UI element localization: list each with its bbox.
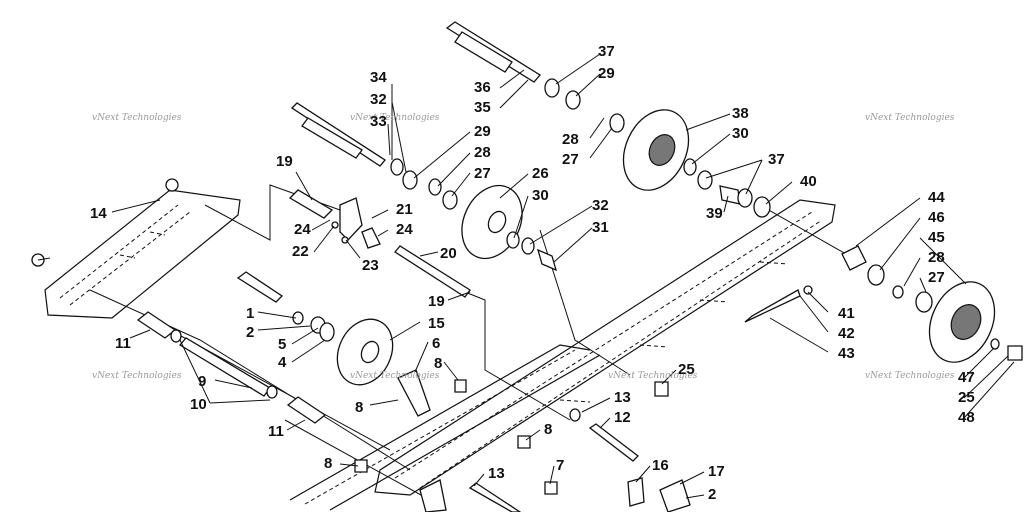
callout-27-right: 27 [928,269,945,286]
callout-34: 34 [370,69,387,86]
callout-13-right: 13 [614,389,631,406]
callout-25-center: 25 [678,361,695,378]
callout-7: 7 [556,457,564,474]
callout-11-left: 11 [115,335,131,352]
callout-39: 39 [706,205,723,222]
callout-36: 36 [474,79,491,96]
callout-8-lower: 8 [355,399,363,416]
watermark-5: vNext Technologies [350,371,440,381]
watermark-6: vNext Technologies [608,371,698,381]
callout-43: 43 [838,345,855,362]
watermark-2: vNext Technologies [350,113,440,123]
callout-9: 9 [198,373,206,390]
shafts [89,21,861,512]
watermark-1: vNext Technologies [92,113,182,123]
callout-32-upper: 32 [370,91,387,108]
callout-8-bottom-left: 8 [324,455,332,472]
callout-22: 22 [292,243,309,260]
callout-11-bottom: 11 [268,423,284,440]
callout-6: 6 [432,335,440,352]
callout-32-lower: 32 [592,197,609,214]
callout-15: 15 [428,315,445,332]
callout-28-top: 28 [562,131,579,148]
callout-38: 38 [732,105,749,122]
callout-35: 35 [474,99,491,116]
callout-28-right: 28 [928,249,945,266]
callout-33: 33 [370,113,387,130]
callout-29-top: 29 [598,65,615,82]
callout-28-left: 28 [474,144,491,161]
callout-41: 41 [838,305,855,322]
callout-2-bottom: 2 [708,486,716,503]
callout-40: 40 [800,173,817,190]
callout-13-bottom: 13 [488,465,505,482]
callout-29-left: 29 [474,123,491,140]
callout-21: 21 [396,201,413,218]
callout-44: 44 [928,189,945,206]
callout-23: 23 [362,257,379,274]
callout-25-right: 25 [958,389,975,406]
watermark-7: vNext Technologies [865,371,955,381]
callout-19-lower: 19 [428,293,445,310]
callout-37-top: 37 [598,43,615,60]
watermarks: vNext Technologies vNext Technologies vN… [92,113,955,381]
callout-26: 26 [532,165,549,182]
callouts: 14 11 9 10 11 1 2 5 4 8 8 15 6 8 19 20 1… [90,43,975,503]
callout-19-upper: 19 [276,153,293,170]
hardware [31,78,1023,512]
callout-30-left: 30 [532,187,549,204]
wheels [336,109,996,386]
callout-10: 10 [190,396,207,413]
callout-42: 42 [838,325,855,342]
callout-17: 17 [708,463,725,480]
callout-4: 4 [278,354,287,371]
frame-rails [44,189,836,511]
callout-46: 46 [928,209,945,226]
callout-16: 16 [652,457,669,474]
callout-24-left: 24 [294,221,311,238]
callout-27-top: 27 [562,151,579,168]
callout-5: 5 [278,336,286,353]
callout-1: 1 [246,305,254,322]
watermark-4: vNext Technologies [92,371,182,381]
callout-37-right: 37 [768,151,785,168]
callout-27-left: 27 [474,165,491,182]
callout-8-center: 8 [434,355,442,372]
callout-20: 20 [440,245,457,262]
watermark-3: vNext Technologies [865,113,955,123]
callout-8-right: 8 [544,421,552,438]
callout-12: 12 [614,409,631,426]
callout-48: 48 [958,409,975,426]
callout-30-right: 30 [732,125,749,142]
callout-31: 31 [592,219,609,236]
leader-lines [37,53,1015,499]
callout-2: 2 [246,324,254,341]
callout-14: 14 [90,205,107,222]
callout-24-right: 24 [396,221,413,238]
callout-45: 45 [928,229,945,246]
callout-47: 47 [958,369,975,386]
